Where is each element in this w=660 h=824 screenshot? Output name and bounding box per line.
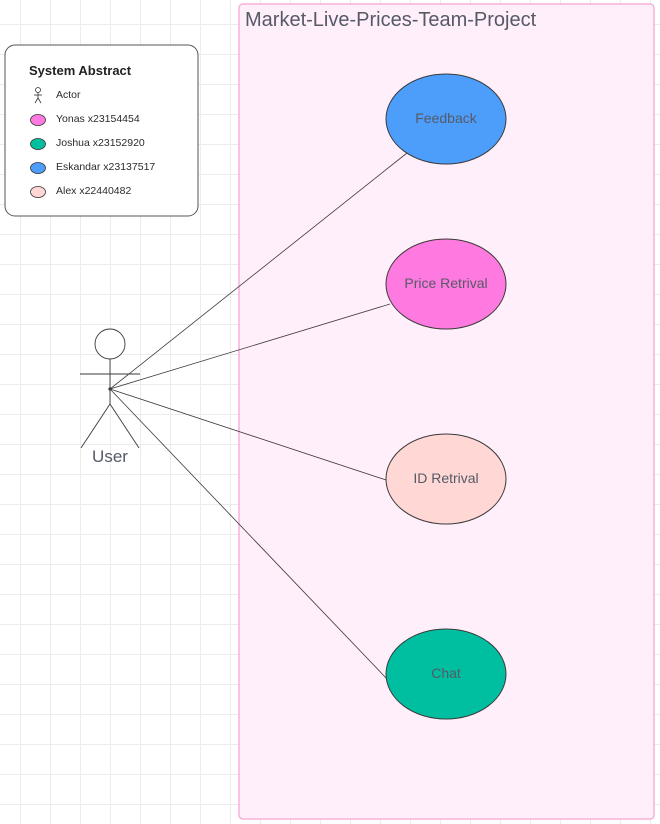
legend-label: Eskandar x23137517	[56, 161, 155, 173]
system-title: Market-Live-Prices-Team-Project	[245, 9, 537, 31]
legend-item-yonas: Yonas x23154454	[30, 113, 140, 126]
actor-icon	[34, 87, 42, 104]
use-case-ellipse[interactable]	[385, 238, 507, 330]
actor-label: User	[92, 447, 128, 466]
system-boundary[interactable]: Market-Live-Prices-Team-Project	[238, 3, 655, 820]
use-case-feedback[interactable]: Feedback	[385, 73, 507, 165]
legend-swatch	[30, 186, 46, 198]
legend-item-alex: Alex x22440482	[30, 185, 131, 198]
legend[interactable]: System Abstract Actor Yonas x23154454 Jo…	[4, 44, 199, 217]
actor-user[interactable]: User	[80, 328, 140, 466]
association-id-retrival[interactable]	[109, 388, 387, 481]
association-lines	[109, 152, 408, 681]
legend-label: Yonas x23154454	[56, 113, 140, 125]
use-case-chat[interactable]: Chat	[385, 628, 507, 720]
legend-swatch	[30, 114, 46, 126]
use-case-ellipse[interactable]	[385, 628, 507, 720]
actor-head	[94, 328, 126, 360]
actor-left-leg	[80, 403, 111, 449]
legend-title: System Abstract	[29, 63, 132, 78]
legend-label: Alex x22440482	[56, 185, 131, 197]
use-case-ellipse[interactable]	[385, 433, 507, 525]
legend-item-eskandar: Eskandar x23137517	[30, 161, 155, 174]
use-case-label: Price Retrival	[404, 275, 487, 291]
legend-item-joshua: Joshua x23152920	[30, 137, 145, 150]
use-case-label: ID Retrival	[413, 470, 478, 486]
use-case-ellipse[interactable]	[385, 73, 507, 165]
legend-label: Joshua x23152920	[56, 137, 145, 149]
legend-swatch	[30, 138, 46, 150]
actor-anchor-dot	[108, 387, 112, 391]
legend-item-actor: Actor	[34, 87, 81, 104]
association-feedback[interactable]	[109, 152, 408, 390]
use-case-label: Feedback	[415, 110, 477, 126]
use-case-label: Chat	[431, 665, 461, 681]
legend-swatch	[30, 162, 46, 174]
use-case-price-retrival[interactable]: Price Retrival	[385, 238, 507, 330]
actor-right-leg	[109, 403, 140, 449]
use-case-id-retrival[interactable]: ID Retrival	[385, 433, 507, 525]
association-price-retrival[interactable]	[109, 303, 391, 390]
actor-icon	[80, 328, 140, 449]
legend-box[interactable]	[4, 44, 199, 217]
system-boundary-box[interactable]	[238, 3, 655, 820]
association-chat[interactable]	[109, 388, 389, 681]
legend-label: Actor	[56, 89, 81, 101]
